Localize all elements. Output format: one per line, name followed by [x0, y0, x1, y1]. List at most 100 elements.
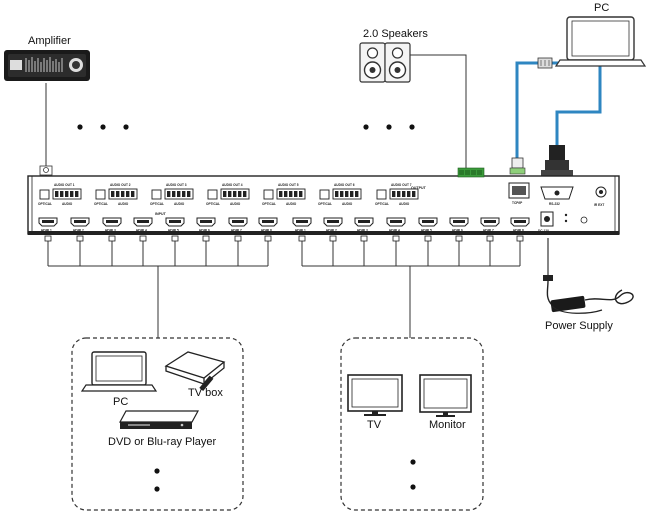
- terminal-pin: [111, 191, 115, 197]
- hdmi-input-port-label: HDMI 3: [105, 229, 116, 233]
- hdmi-input-port-slot: [137, 220, 149, 223]
- hdmi-output-port-slot: [453, 220, 465, 223]
- dc-label: DC 12V: [538, 229, 550, 233]
- rs232-port: [540, 186, 574, 200]
- power-supply-device: [543, 275, 634, 314]
- hdmi-output-port-label: HDMI 7: [483, 229, 494, 233]
- audio-out-label: AUDIO OUT 4: [222, 183, 243, 187]
- terminal-pin: [345, 191, 349, 197]
- hdmi-input-port-slot: [232, 220, 244, 223]
- hdmi-input-port-slot: [106, 220, 118, 223]
- output-section-label: OUTPUT: [411, 186, 427, 190]
- terminal-pin: [116, 191, 120, 197]
- hdmi-output-port-slot: [422, 220, 434, 223]
- pc-source-laptop: [80, 351, 158, 392]
- source-devices-group: [71, 337, 244, 511]
- speaker-terminal-block: [457, 167, 485, 178]
- terminal-pin: [75, 191, 79, 197]
- terminal-pin: [243, 191, 247, 197]
- terminal-pin: [60, 191, 64, 197]
- hdmi-plug: [202, 235, 210, 242]
- dvd-player-device: [118, 410, 200, 429]
- hdmi-output-cables: [301, 241, 521, 338]
- hdmi-output-port-slot: [358, 220, 370, 223]
- audio-out-label: AUDIO OUT 1: [54, 183, 75, 187]
- hdmi-output-port-label: HDMI 6: [452, 229, 463, 233]
- hdmi-input-port-slot: [200, 220, 212, 223]
- hdmi-input-port-label: HDMI 5: [168, 229, 179, 233]
- terminal-pin: [407, 191, 411, 197]
- audio-out-label: AUDIO OUT 5: [278, 183, 299, 187]
- hdmi-output-port-label: HDMI 2: [326, 229, 337, 233]
- optical-port-label: OPTICAL: [38, 202, 52, 206]
- source-more-dots: [154, 468, 160, 492]
- hdmi-plug: [360, 235, 368, 242]
- optical-port: [376, 189, 387, 200]
- speaker-cable: [410, 54, 467, 168]
- hdmi-output-port-label: HDMI 3: [357, 229, 368, 233]
- pc-top-label: PC: [594, 2, 609, 14]
- audio-port-label: AUDIO: [342, 202, 353, 206]
- audio-out-label: AUDIO OUT 2: [110, 183, 131, 187]
- audio-out-label: AUDIO OUT 7: [391, 183, 412, 187]
- audio-out-row: AUDIO OUT 1 OPTICAL AUDIO AUDIO OUT 2 OPTICA…: [38, 183, 419, 206]
- optical-port: [263, 189, 274, 200]
- terminal-pin: [172, 191, 176, 197]
- db9-connector: [541, 145, 573, 176]
- terminal-pin: [350, 191, 354, 197]
- hdmi-plug: [108, 235, 116, 242]
- optical-port-label: OPTICAL: [150, 202, 164, 206]
- hdmi-input-port-slot: [42, 220, 54, 223]
- hdmi-plug: [392, 235, 400, 242]
- display-more-dots: [410, 459, 416, 490]
- hdmi-plug: [329, 235, 337, 242]
- optical-port-label: OPTICAL: [262, 202, 276, 206]
- terminal-pin: [289, 191, 293, 197]
- optical-port: [319, 189, 330, 200]
- hdmi-plug: [516, 235, 524, 242]
- amplifier-label: Amplifier: [28, 35, 71, 47]
- hdmi-output-port-label: HDMI 1: [295, 229, 306, 233]
- tcp-ip-port: [508, 182, 530, 199]
- optical-port-label: OPTICAL: [375, 202, 389, 206]
- terminal-pin: [167, 191, 171, 197]
- serial-cable: [555, 66, 602, 145]
- display-devices-group: [340, 337, 484, 511]
- terminal-pin: [65, 191, 69, 197]
- terminal-pin: [402, 191, 406, 197]
- dvd-player-label: DVD or Blu-ray Player: [108, 436, 217, 448]
- optical-port: [95, 189, 106, 200]
- terminal-pin: [335, 191, 339, 197]
- audio-port-label: AUDIO: [230, 202, 241, 206]
- terminal-pin: [397, 191, 401, 197]
- hdmi-output-port-slot: [296, 220, 308, 223]
- speakers-label: 2.0 Speakers: [363, 28, 428, 40]
- tcp-ip-label: TCP/IP: [512, 201, 523, 205]
- hdmi-input-port-label: HDMI 4: [136, 229, 147, 233]
- ir-ext-label: IR EXT: [594, 203, 604, 207]
- terminal-pin: [182, 191, 186, 197]
- hdmi-plug: [298, 235, 306, 242]
- hdmi-input-port-label: HDMI 2: [73, 229, 84, 233]
- tv-box-label: TV box: [188, 387, 223, 399]
- terminal-pin: [187, 191, 191, 197]
- amplifier-device: [4, 50, 90, 81]
- pc-source-label: PC: [113, 396, 128, 408]
- amplifier-connector: [39, 165, 53, 176]
- rj45-plug: [509, 157, 526, 175]
- tv-box-device: [164, 351, 226, 392]
- hdmi-output-port-label: HDMI 8: [513, 229, 524, 233]
- terminal-pin: [233, 191, 237, 197]
- hdmi-plug: [486, 235, 494, 242]
- audio-out-label: AUDIO OUT 3: [166, 183, 187, 187]
- hdmi-input-cables: [47, 241, 269, 338]
- input-section-label: INPUT: [155, 212, 167, 216]
- network-adapter: [537, 57, 553, 69]
- terminal-pin: [121, 191, 125, 197]
- tv-device: [347, 374, 403, 416]
- power-supply-label: Power Supply: [545, 320, 613, 332]
- optical-port-label: OPTICAL: [318, 202, 332, 206]
- optical-port: [207, 189, 218, 200]
- audio-port-label: AUDIO: [399, 202, 410, 206]
- hdmi-input-port-slot: [169, 220, 181, 223]
